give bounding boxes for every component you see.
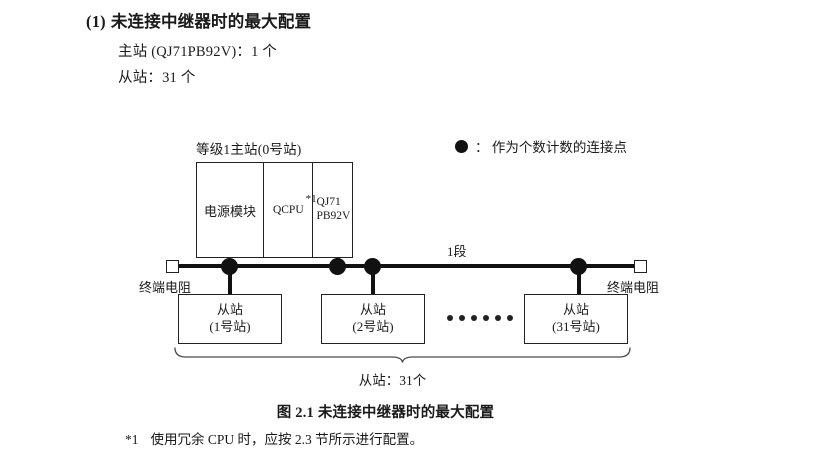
legend: ： 作为个数计数的连接点 <box>455 136 627 156</box>
segment-label: 1段 <box>447 244 467 259</box>
slave-station-number-2: (2号站) <box>352 319 394 334</box>
network-module-label-line2: PB92V <box>316 210 351 222</box>
ellipsis-dots <box>447 315 513 321</box>
connection-point-dot-icon <box>455 139 468 153</box>
ellipsis-dot <box>507 315 513 321</box>
spec-line-slave: 从站：31 个 <box>118 70 196 86</box>
slave-count-brace <box>170 347 635 363</box>
slave-title-1: 从站 <box>216 302 243 318</box>
trunk-bus-line <box>178 264 640 268</box>
drop-line-slave1 <box>227 266 232 295</box>
terminating-resistor-right-icon <box>634 259 647 273</box>
terminating-resistor-left-label: 终端电阻 <box>139 280 192 295</box>
slave-station-box-31: 从站 (31号站) <box>524 294 628 344</box>
slave-station-box-2: 从站 (2号站) <box>321 294 425 344</box>
ellipsis-dot <box>471 315 477 321</box>
ellipsis-dot <box>495 315 501 321</box>
terminating-resistor-right-label: 终端电阻 <box>607 280 660 295</box>
footnote: *1 使用冗余 CPU 时，应按 2.3 节所示进行配置。 <box>125 428 423 448</box>
slave-title-2: 从站 <box>359 302 386 318</box>
drop-line-slave31 <box>576 266 581 295</box>
footnote-text: 使用冗余 CPU 时，应按 2.3 节所示进行配置。 <box>150 432 424 447</box>
network-module-label-line1: QJ71 <box>316 196 341 209</box>
cpu-footnote-mark: *1 <box>305 193 317 205</box>
ellipsis-dot <box>447 315 453 321</box>
cpu-label: QCPU <box>272 204 304 216</box>
slave-station-number-1: (1号站) <box>209 319 251 334</box>
section-heading: (1)未连接中继器时的最大配置 <box>86 8 311 32</box>
legend-label: ： 作为个数计数的连接点 <box>475 140 627 155</box>
connection-node-master <box>329 257 346 275</box>
ellipsis-dot <box>459 315 465 321</box>
module-cell-cpu: QCPU *1 <box>264 163 317 257</box>
footnote-mark: *1 <box>125 432 139 447</box>
slave-title-31: 从站 <box>562 302 589 318</box>
section-number: (1) <box>86 12 106 31</box>
master-module-rack: 电源模块 QCPU *1 QJ71 PB92V <box>196 162 353 258</box>
power-supply-label: 电源模块 <box>204 203 257 219</box>
drop-line-slave2 <box>370 266 375 295</box>
module-cell-power-supply: 电源模块 <box>197 163 265 257</box>
spec-line-master: 主站 (QJ71PB92V)：1 个 <box>118 44 278 60</box>
ellipsis-dot <box>483 315 489 321</box>
slave-station-number-31: (31号站) <box>552 319 600 334</box>
section-title: 未连接中继器时的最大配置 <box>110 12 312 31</box>
module-cell-network: QJ71 PB92V <box>313 163 352 257</box>
figure-caption: 图 2.1 未连接中继器时的最大配置 <box>276 405 495 421</box>
slave-count-label: 从站：31个 <box>358 373 427 388</box>
terminating-resistor-left-icon <box>166 259 179 273</box>
slave-station-box-1: 从站 (1号站) <box>178 294 282 344</box>
master-station-label: 等级1主站(0号站) <box>196 142 302 157</box>
